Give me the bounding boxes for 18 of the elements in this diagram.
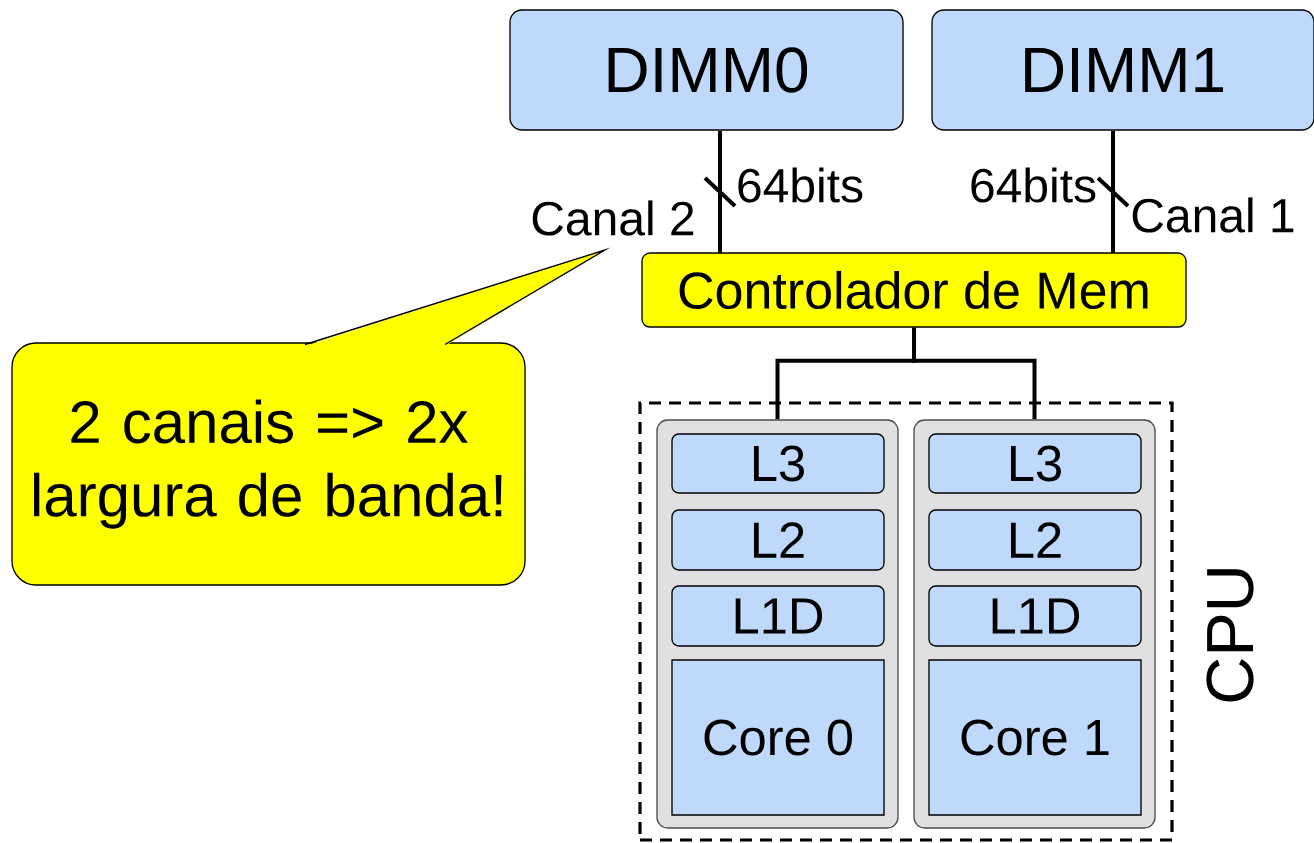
memory-controller-box: Controlador de Mem — [641, 252, 1187, 328]
cache-box: L1D — [928, 585, 1142, 647]
node-label: CPU — [1206, 569, 1254, 702]
channel-label: Canal 1 — [1132, 197, 1294, 233]
edge-label: 64bits — [738, 167, 863, 203]
core-box: Core 0 — [671, 659, 885, 816]
cache-box: L1D — [671, 585, 885, 647]
memory-module-box: DIMM1 — [931, 9, 1314, 131]
callout-bubble: 2 canais => 2x largura de banda! — [11, 247, 611, 586]
core-box: Core 1 — [928, 659, 1142, 816]
cache-box: L2 — [928, 509, 1142, 571]
memory-module-box: DIMM0 — [509, 9, 904, 131]
channel-label: Canal 2 — [532, 200, 694, 236]
edge-label: 64bits — [971, 167, 1096, 203]
bus-line — [912, 327, 1037, 420]
cache-box: L3 — [671, 433, 885, 494]
cache-box: L3 — [928, 433, 1142, 494]
cache-box: L2 — [671, 509, 885, 571]
